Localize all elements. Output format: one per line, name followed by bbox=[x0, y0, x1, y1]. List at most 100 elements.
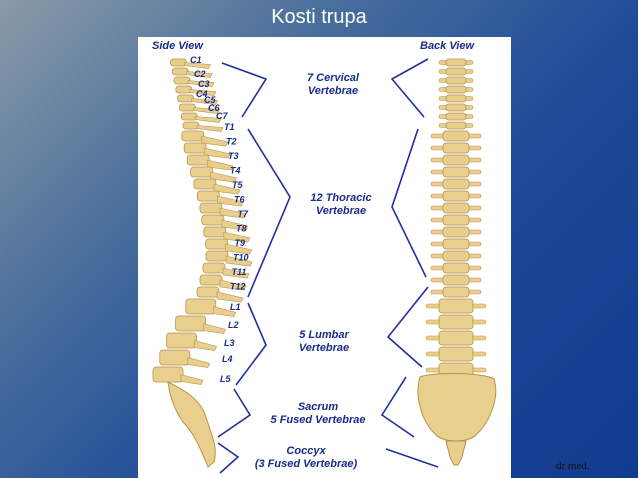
label-l3: L3 bbox=[224, 338, 235, 348]
back-vertebra bbox=[438, 314, 474, 330]
side-vertebra-body bbox=[203, 226, 227, 238]
side-vertebra-body bbox=[202, 262, 226, 274]
coccyx-bracket-left bbox=[217, 442, 240, 474]
label-l4: L4 bbox=[222, 354, 233, 364]
back-vertebra bbox=[445, 94, 467, 103]
spine-svg: Side View Back View 7 Cervical Vertebrae… bbox=[152, 40, 497, 474]
label-c4: C4 bbox=[196, 89, 208, 99]
side-spinous-process bbox=[217, 195, 244, 207]
side-spinous-process bbox=[189, 89, 217, 96]
side-vertebra-body bbox=[193, 178, 217, 190]
side-vertebra-body bbox=[177, 94, 194, 103]
side-spinous-process bbox=[194, 116, 222, 123]
thoracic-group-line1: 12 Thoracic bbox=[310, 192, 371, 204]
side-vertebra-body bbox=[173, 76, 191, 85]
back-vertebra bbox=[445, 85, 467, 94]
back-vertebra bbox=[442, 178, 470, 190]
spine-diagram: Side View Back View 7 Cervical Vertebrae… bbox=[138, 37, 511, 478]
side-spinous-process bbox=[194, 340, 218, 351]
coccyx-group-line2: (3 Fused Vertebrae) bbox=[255, 458, 358, 470]
side-spinous-process bbox=[213, 183, 241, 195]
label-t9: T9 bbox=[235, 238, 246, 248]
cervical-group-line1: 7 Cervical bbox=[307, 72, 360, 84]
cervical-bracket-left bbox=[221, 62, 268, 118]
back-vertebra bbox=[445, 76, 467, 85]
side-spinous-process bbox=[223, 231, 251, 243]
back-vertebra bbox=[442, 286, 470, 298]
label-t1: T1 bbox=[224, 122, 235, 132]
side-vertebra-body bbox=[186, 154, 210, 166]
back-vertebra bbox=[445, 58, 467, 67]
side-spinous-process bbox=[184, 62, 211, 69]
side-vertebra-body bbox=[205, 250, 229, 262]
back-vertebra bbox=[445, 103, 467, 112]
side-vertebra-body bbox=[185, 298, 217, 315]
label-c3: C3 bbox=[198, 79, 210, 89]
side-vertebra-body bbox=[152, 366, 184, 383]
back-view-label: Back View bbox=[420, 40, 475, 52]
label-c2: C2 bbox=[194, 69, 206, 79]
label-t3: T3 bbox=[228, 151, 239, 161]
back-vertebra bbox=[442, 202, 470, 214]
side-spinous-process bbox=[203, 323, 227, 334]
sacrum-group-line2: 5 Fused Vertebrae bbox=[271, 414, 366, 426]
label-t8: T8 bbox=[236, 224, 247, 234]
side-spinous-process bbox=[196, 125, 224, 132]
back-vertebra bbox=[442, 154, 470, 166]
back-coccyx bbox=[445, 440, 467, 466]
side-vertebra-body bbox=[175, 85, 193, 94]
side-vertebra-body bbox=[171, 67, 189, 76]
back-vertebra bbox=[438, 298, 474, 314]
side-spinous-process bbox=[216, 291, 244, 303]
side-vertebra-body bbox=[199, 274, 223, 286]
label-c5: C5 bbox=[204, 95, 216, 105]
label-t12: T12 bbox=[230, 282, 246, 292]
side-spinous-process bbox=[180, 374, 204, 385]
sacrum-bracket-right bbox=[380, 376, 415, 438]
back-vertebra bbox=[438, 346, 474, 362]
side-vertebra-body bbox=[159, 349, 191, 366]
lumbar-bracket-right bbox=[386, 286, 429, 368]
sacrum-group-line1: Sacrum bbox=[298, 401, 339, 413]
back-vertebra bbox=[442, 238, 470, 250]
label-c7: C7 bbox=[216, 111, 228, 121]
label-t4: T4 bbox=[230, 166, 241, 176]
side-vertebra-body bbox=[170, 58, 187, 67]
side-spinous-process bbox=[221, 219, 249, 231]
label-c1: C1 bbox=[190, 55, 202, 65]
back-vertebra bbox=[442, 190, 470, 202]
side-spinous-process bbox=[193, 107, 220, 114]
label-c6: C6 bbox=[208, 103, 220, 113]
side-vertebra-body bbox=[180, 112, 198, 121]
label-t10: T10 bbox=[233, 253, 249, 263]
label-t7: T7 bbox=[238, 209, 249, 219]
label-t6: T6 bbox=[234, 195, 245, 205]
side-spinous-process bbox=[219, 207, 247, 219]
back-vertebra bbox=[438, 330, 474, 346]
thoracic-bracket-right bbox=[391, 128, 427, 278]
side-vertebra-body bbox=[205, 238, 229, 250]
label-l5: L5 bbox=[220, 374, 231, 384]
sacrum-bracket-left bbox=[217, 388, 252, 438]
side-spinous-process bbox=[213, 306, 237, 317]
side-vertebra-body bbox=[179, 103, 196, 112]
side-vertebra-body bbox=[181, 130, 205, 142]
thoracic-group-line2: Vertebrae bbox=[316, 205, 366, 217]
side-spinous-process bbox=[191, 98, 219, 105]
side-vertebra-body bbox=[196, 286, 220, 298]
back-vertebra bbox=[442, 166, 470, 178]
coccyx-group-line1: Coccyx bbox=[286, 445, 326, 457]
side-spinous-process bbox=[206, 159, 234, 171]
thoracic-bracket-left bbox=[247, 128, 291, 298]
label-t5: T5 bbox=[232, 180, 243, 190]
side-spinous-process bbox=[210, 171, 238, 183]
lumbar-bracket-left bbox=[235, 302, 267, 386]
side-spinous-process bbox=[225, 243, 253, 255]
side-vertebra-body bbox=[175, 315, 206, 332]
side-spinous-process bbox=[203, 147, 231, 159]
back-vertebra bbox=[442, 262, 470, 274]
lumbar-group-line1: 5 Lumbar bbox=[299, 329, 349, 341]
side-vertebra-body bbox=[199, 202, 223, 214]
side-vertebra-body bbox=[196, 190, 220, 202]
back-vertebra bbox=[445, 121, 467, 130]
